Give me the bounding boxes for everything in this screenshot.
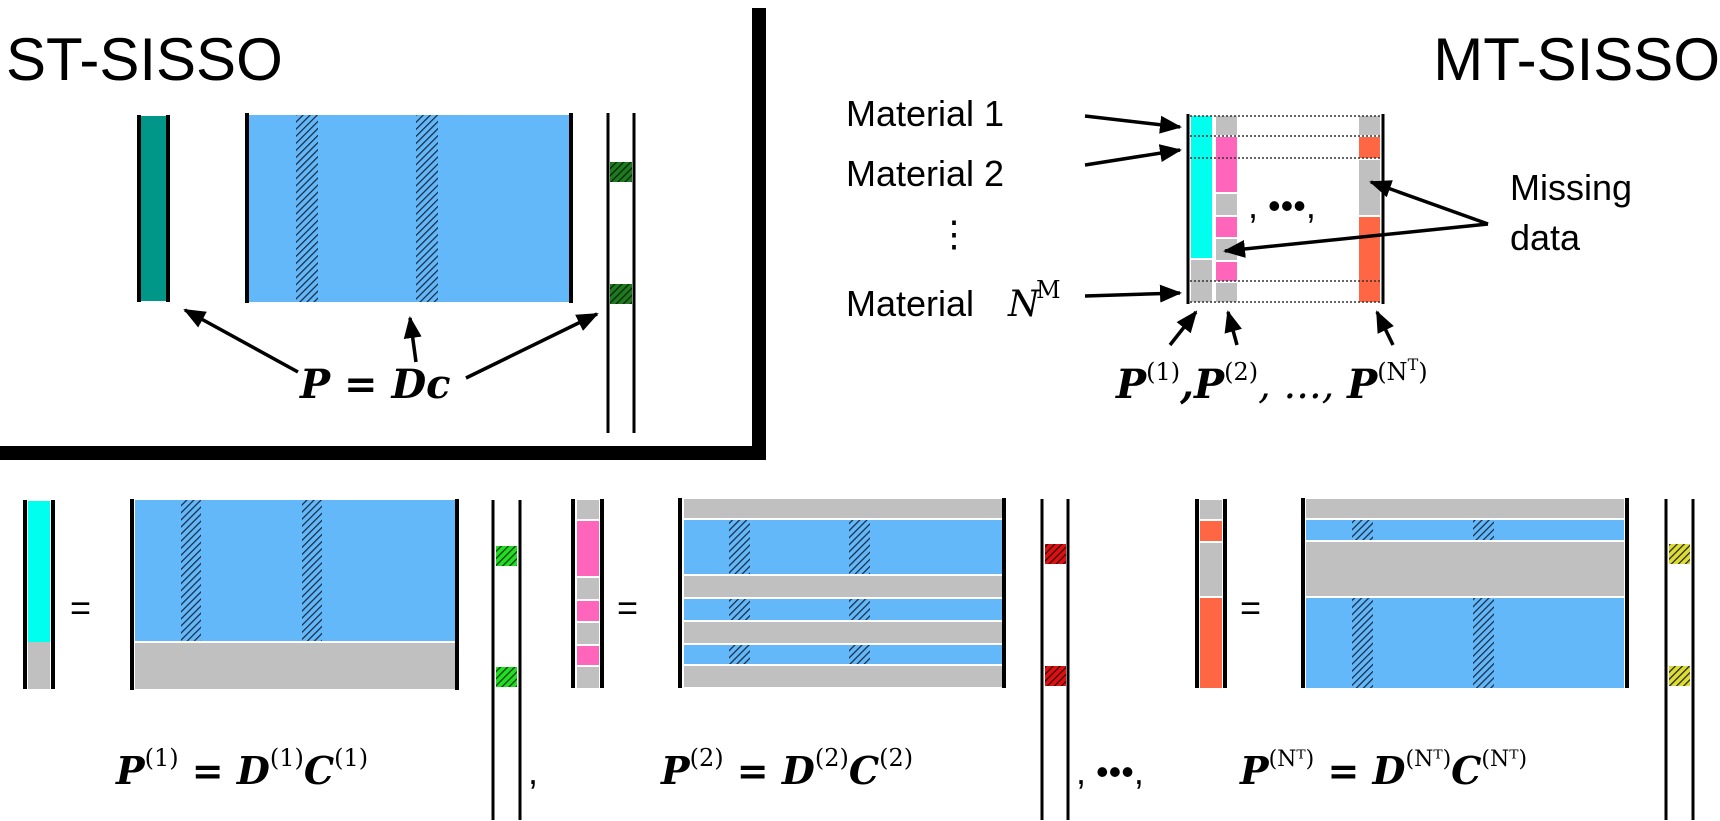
- arrow: [1084, 144, 1182, 167]
- missing-data-label-1: Missing: [1510, 167, 1632, 208]
- st-p-vector: [137, 115, 170, 302]
- equals-sign: =: [617, 587, 638, 628]
- selected-column: [296, 115, 318, 302]
- arrow: [465, 312, 599, 380]
- task-n-equation: P(Nᵀ) = D(Nᵀ)C(Nᵀ): [1239, 747, 1527, 793]
- arrow: [1168, 310, 1198, 347]
- arrow: [1223, 222, 1489, 258]
- arrow: [183, 308, 299, 374]
- material-1-label: Material 1: [846, 93, 1004, 134]
- column-ellipsis: , •••,: [1248, 185, 1316, 226]
- equals-sign: =: [70, 587, 91, 628]
- missing-data-label-2: data: [1510, 217, 1581, 258]
- material-n-symbol: N: [1007, 284, 1041, 325]
- separator-ellipsis: , •••,: [1076, 751, 1144, 792]
- arrow: [1369, 180, 1489, 226]
- mt-sisso-title: MT-SISSO: [1433, 26, 1720, 93]
- material-n-superscript: M: [1036, 276, 1061, 304]
- task-2-equation: P(2) = D(2)C(2): [660, 744, 913, 793]
- material-n-label: Material: [846, 283, 974, 324]
- p-task-labels: P(1),P(2), ..., P(NT): [1115, 355, 1428, 408]
- arrow: [1084, 284, 1182, 303]
- arrow: [1375, 310, 1395, 346]
- task-2-block: = P(2) = D(2)C(2) , •••,: [571, 498, 1144, 820]
- st-d-matrix: [245, 113, 573, 303]
- mt-sisso-panel: MT-SISSO Material 1 Material 2 ⋮ Materia…: [846, 26, 1720, 408]
- st-sisso-panel: ST-SISSO P = Dc: [0, 8, 766, 460]
- material-2-label: Material 2: [846, 153, 1004, 194]
- vertical-ellipsis: ⋮: [936, 213, 972, 254]
- equals-sign: =: [1240, 587, 1261, 628]
- st-sisso-title: ST-SISSO: [6, 26, 283, 93]
- arrow: [403, 316, 422, 363]
- arrow: [1224, 310, 1242, 346]
- task-1-equation: P(1) = D(1)C(1): [115, 744, 368, 793]
- selected-column: [416, 115, 438, 302]
- panel-border-bottom: [0, 446, 766, 460]
- task-n-block: = P(Nᵀ) = D(Nᵀ)C(Nᵀ): [1195, 498, 1695, 820]
- panel-border-right: [752, 8, 766, 454]
- separator-comma: ,: [528, 751, 538, 792]
- st-c-vector: [606, 113, 636, 433]
- st-equation: P = Dc: [299, 361, 451, 408]
- task-1-block: = P(1) = D(1)C(1) ,: [23, 499, 538, 820]
- mt-property-matrix: , •••,: [1186, 114, 1385, 304]
- arrow: [1084, 114, 1182, 134]
